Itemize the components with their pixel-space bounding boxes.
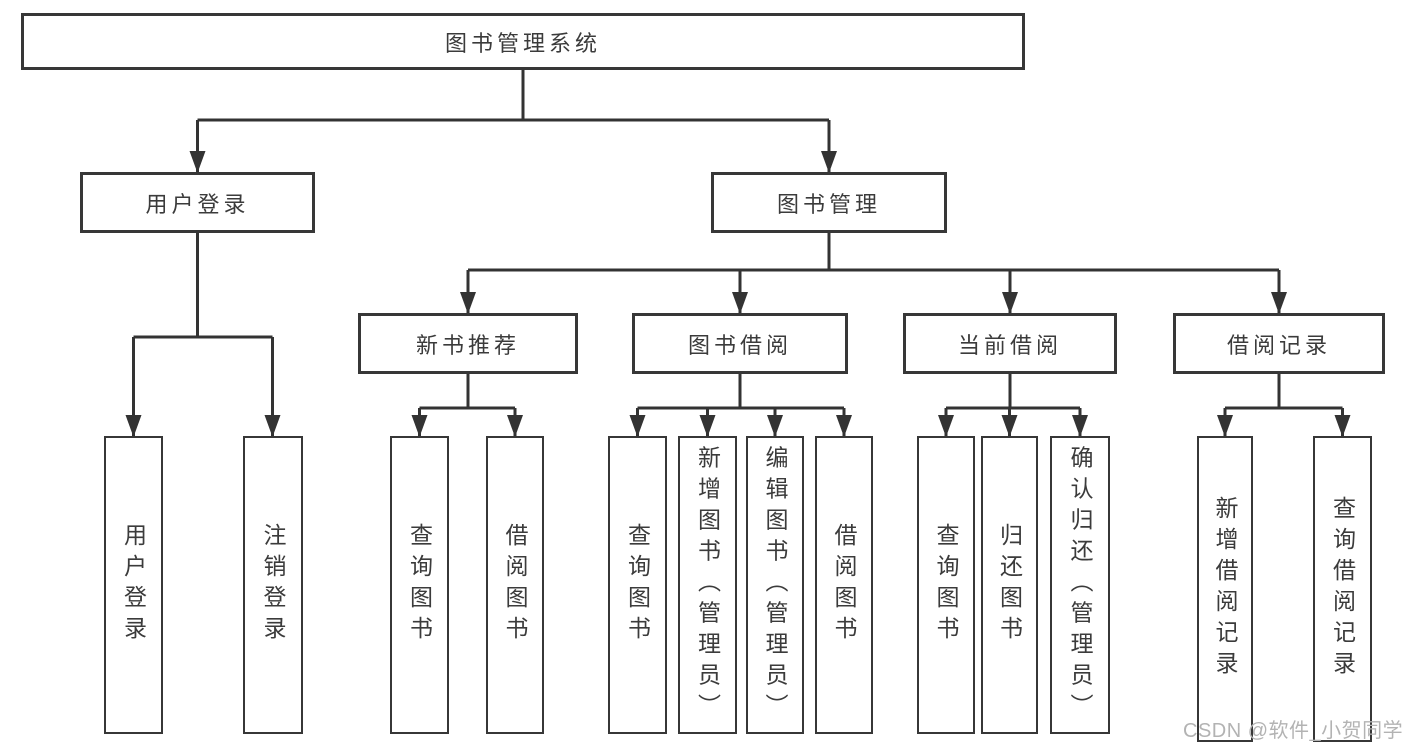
node-library-management-system: 图书管理系统 bbox=[21, 13, 1025, 70]
node-book-management: 图书管理 bbox=[711, 172, 947, 233]
csdn-watermark: CSDN @软件_小贺同学 bbox=[1183, 720, 1404, 742]
leaf-borrowing-edit-books-admin: 编辑图书（管理员） bbox=[746, 436, 804, 734]
leaf-records-add-record: 新增借阅记录 bbox=[1197, 436, 1253, 742]
leaf-records-query-record-label: 查询借阅记录 bbox=[1329, 496, 1356, 682]
leaf-borrowing-add-books-admin-label: 新增图书（管理员） bbox=[694, 445, 721, 725]
node-borrowing-records: 借阅记录 bbox=[1173, 313, 1385, 374]
leaf-recommend-query-books-label: 查询图书 bbox=[406, 523, 433, 647]
connector-user-login-to-leaves bbox=[125, 233, 281, 437]
leaf-user-login: 用户登录 bbox=[104, 436, 163, 734]
leaf-recommend-borrow-books-label: 借阅图书 bbox=[502, 523, 528, 647]
leaf-recommend-borrow-books: 借阅图书 bbox=[486, 436, 544, 734]
connector-current-borrowing-to-leaves bbox=[938, 374, 1088, 437]
leaf-current-confirm-return-admin-label: 确认归还（管理员） bbox=[1067, 445, 1093, 725]
connector-root-to-level2 bbox=[189, 70, 837, 173]
leaf-user-login-label: 用户登录 bbox=[120, 523, 147, 647]
leaf-borrowing-borrow-books: 借阅图书 bbox=[815, 436, 873, 734]
leaf-records-add-record-label: 新增借阅记录 bbox=[1212, 496, 1238, 682]
leaf-logout-label: 注销登录 bbox=[260, 523, 286, 647]
leaf-current-return-books-label: 归还图书 bbox=[996, 523, 1023, 647]
leaf-borrowing-add-books-admin: 新增图书（管理员） bbox=[678, 436, 737, 734]
leaf-current-confirm-return-admin: 确认归还（管理员） bbox=[1050, 436, 1110, 734]
connector-book-borrowing-to-leaves bbox=[629, 374, 852, 437]
leaf-borrowing-query-books: 查询图书 bbox=[608, 436, 667, 734]
leaf-recommend-query-books: 查询图书 bbox=[390, 436, 449, 734]
leaf-current-query-books: 查询图书 bbox=[917, 436, 975, 734]
node-current-borrowing: 当前借阅 bbox=[903, 313, 1117, 374]
node-new-book-recommendation: 新书推荐 bbox=[358, 313, 578, 374]
leaf-logout: 注销登录 bbox=[243, 436, 303, 734]
leaf-borrowing-borrow-books-label: 借阅图书 bbox=[831, 523, 857, 647]
node-book-borrowing: 图书借阅 bbox=[632, 313, 848, 374]
connector-new-book-recommendation-to-leaves bbox=[411, 374, 523, 437]
leaf-borrowing-query-books-label: 查询图书 bbox=[624, 523, 651, 647]
connector-book-management-to-level3 bbox=[460, 233, 1287, 314]
leaf-borrowing-edit-books-admin-label: 编辑图书（管理员） bbox=[762, 445, 788, 725]
connector-borrowing-records-to-leaves bbox=[1217, 374, 1351, 437]
leaf-records-query-record: 查询借阅记录 bbox=[1313, 436, 1372, 742]
leaf-current-query-books-label: 查询图书 bbox=[933, 523, 959, 647]
node-user-login: 用户登录 bbox=[80, 172, 315, 233]
leaf-current-return-books: 归还图书 bbox=[981, 436, 1038, 734]
